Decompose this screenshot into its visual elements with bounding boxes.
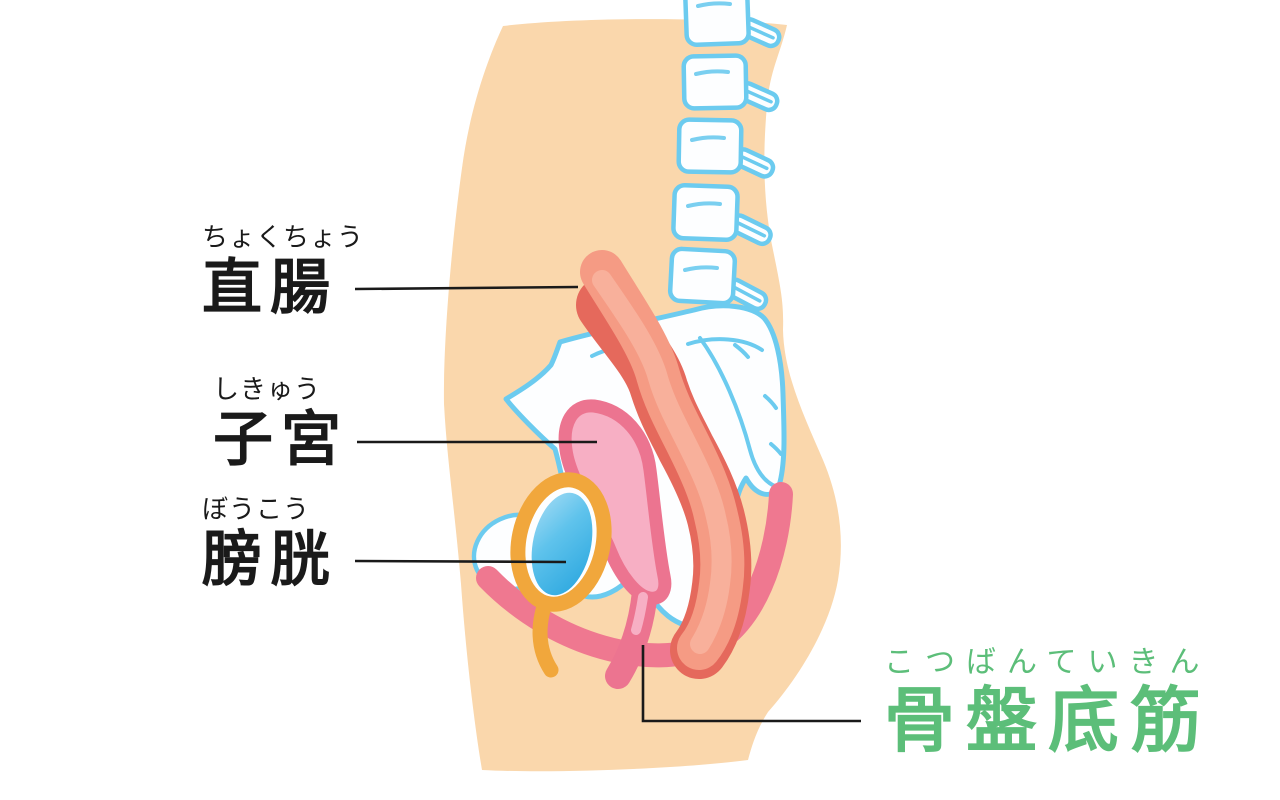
- rectum-shape: [576, 250, 752, 679]
- label-uterus: しきゅう 子宮: [213, 376, 349, 470]
- uterus-body: [558, 399, 672, 605]
- label-bladder-reading: ぼうこう: [202, 494, 311, 524]
- label-pelvic-floor: こつばんていきん 骨盤底筋: [884, 646, 1213, 761]
- label-pelvic-floor-reading: こつばんていきん: [884, 646, 1211, 679]
- leader-line-bladder: [354, 559, 567, 564]
- leader-lines: [354, 285, 861, 723]
- label-bladder: ぼうこう 膀胱: [202, 496, 338, 590]
- label-rectum-term: 直腸: [202, 254, 338, 321]
- label-rectum-reading: ちょくちょう: [202, 222, 365, 252]
- label-pelvic-floor-term: 骨盤底筋: [884, 682, 1213, 761]
- label-bladder-term: 膀胱: [202, 526, 338, 593]
- label-uterus-term: 子宮: [213, 406, 349, 473]
- label-uterus-reading: しきゅう: [213, 374, 322, 404]
- vertebra-detail-lines: [683, 1, 732, 272]
- bladder-urine: [531, 492, 593, 596]
- vagina-canal-inner: [631, 592, 648, 635]
- leader-line-pelvic-floor: [641, 645, 861, 723]
- leader-line-rectum: [354, 285, 579, 291]
- uterus-shape: [558, 399, 672, 689]
- bladder-shape: [510, 472, 612, 678]
- spine: [667, 0, 782, 312]
- label-rectum: ちょくちょう 直腸: [202, 224, 364, 318]
